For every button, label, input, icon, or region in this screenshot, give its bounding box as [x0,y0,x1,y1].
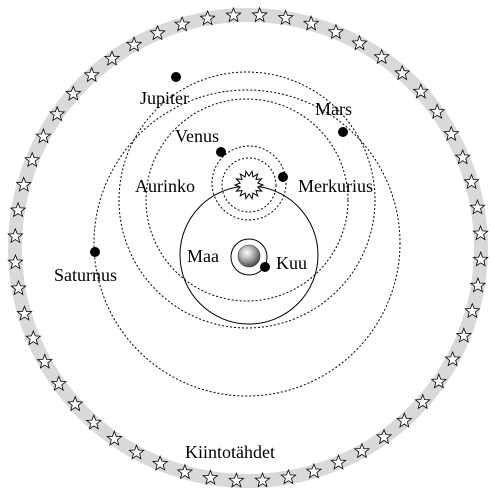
mars-planet [338,127,348,137]
venus-planet [216,147,226,157]
mercury-planet [278,172,288,182]
merkurius-label: Merkurius [298,176,373,196]
saturnus-label: Saturnus [54,265,117,285]
moon-planet [260,262,270,272]
aurinko-label: Aurinko [135,176,195,196]
earth-icon [238,245,260,267]
jupiter-planet [171,72,181,82]
kiintotahdet-label: Kiintotähdet [185,442,275,462]
mars-label: Mars [315,99,352,119]
sun-icon [235,171,263,198]
saturn-orbit [94,90,400,396]
saturn-planet [90,247,100,257]
venus-label: Venus [175,126,219,146]
maa-label: Maa [187,246,219,266]
kuu-label: Kuu [276,253,307,273]
jupiter-label: Jupiter [140,88,189,108]
